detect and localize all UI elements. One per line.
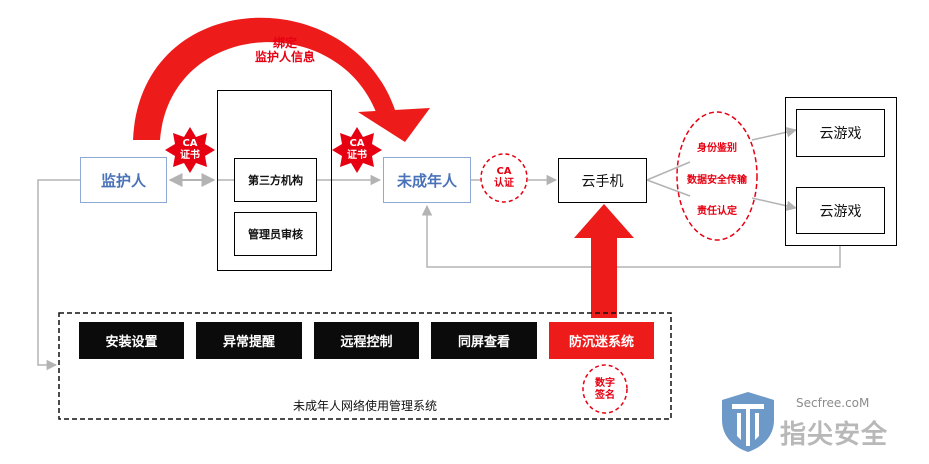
screen-view-label: 同屏查看 — [457, 335, 510, 350]
authority-frame — [217, 90, 332, 271]
ca-auth-top: CA — [496, 166, 512, 177]
games-to-minor-line — [421, 204, 841, 268]
admin-review-label: 管理员审核 — [248, 228, 303, 241]
cloud-phone-label: 云手机 — [581, 173, 624, 190]
system-frame — [58, 312, 672, 420]
security-ellipse — [676, 111, 758, 241]
guardian-node[interactable]: 监护人 — [80, 157, 167, 203]
third-party-node[interactable]: 第三方机构 — [234, 158, 317, 202]
remote-control-button[interactable]: 远程控制 — [314, 322, 419, 359]
abnormal-alert-button[interactable]: 异常提醒 — [196, 322, 302, 359]
to-game-1-link — [751, 126, 798, 141]
system-to-phone-arrow-shaft — [591, 236, 617, 318]
cloud-game-1-label: 云游戏 — [819, 126, 862, 142]
ca-cert-1-text: CA 证书 — [176, 138, 204, 162]
data-transfer-label: 数据安全传输 — [687, 175, 747, 186]
minor-label: 未成年人 — [396, 171, 457, 190]
guardian-label: 监护人 — [100, 171, 146, 190]
ca-cert-2-bottom: 证书 — [347, 150, 367, 161]
watermark-brand: 指尖安全 — [780, 420, 889, 450]
guardian-to-system-line — [37, 179, 80, 371]
ca-cert-1-top: CA — [182, 138, 198, 149]
anti-addiction-button[interactable]: 防沉迷系统 — [549, 322, 654, 359]
install-settings-label: 安装设置 — [105, 335, 158, 350]
bind-label-line2: 监护人信息 — [254, 50, 315, 64]
cloud-game-1-node[interactable]: 云游戏 — [796, 109, 885, 157]
identity-label: 身份鉴别 — [697, 143, 737, 154]
ca-cert-badge-2 — [332, 127, 382, 173]
sign-top: 数字 — [595, 378, 615, 389]
sign-circle — [582, 364, 628, 414]
ca-auth-text: CA 认证 — [484, 166, 524, 190]
games-frame — [785, 97, 897, 246]
ca-cert-2-text: CA 证书 — [343, 138, 371, 162]
watermark-url: Secfree.coM — [796, 396, 870, 410]
screen-view-button[interactable]: 同屏查看 — [431, 322, 537, 359]
system-title: 未成年人网络使用管理系统 — [292, 399, 437, 413]
system-to-phone-arrowhead — [574, 204, 634, 238]
ca-auth-circle — [480, 153, 528, 203]
remote-control-label: 远程控制 — [340, 335, 393, 350]
cloud-phone-node[interactable]: 云手机 — [558, 158, 647, 203]
ca-cert-2-top: CA — [349, 138, 365, 149]
admin-review-node[interactable]: 管理员审核 — [234, 212, 317, 256]
abnormal-alert-label: 异常提醒 — [222, 335, 275, 350]
bind-curve-arrow — [133, 17, 395, 140]
to-game-2-link — [751, 197, 798, 212]
ca-auth-bottom: 认证 — [494, 178, 514, 189]
sign-bottom: 签名 — [595, 390, 615, 401]
responsibility-label: 责任认定 — [697, 206, 737, 217]
bind-curve-arrowhead — [358, 108, 430, 142]
ca-cert-1-bottom: 证书 — [180, 150, 200, 161]
install-settings-button[interactable]: 安装设置 — [79, 322, 184, 359]
cloud-game-2-label: 云游戏 — [819, 203, 862, 220]
minor-node[interactable]: 未成年人 — [383, 157, 471, 203]
digital-sign-text: 数字 签名 — [585, 378, 625, 402]
anti-addiction-label: 防沉迷系统 — [568, 335, 634, 350]
shield-logo-icon — [722, 392, 774, 452]
ca-cert-badge-1 — [165, 127, 215, 173]
third-party-label: 第三方机构 — [248, 174, 303, 187]
bind-label: 绑定 监护人信息 — [240, 36, 330, 64]
cloud-game-2-node[interactable]: 云游戏 — [796, 187, 885, 234]
bind-label-line1: 绑定 — [272, 36, 297, 50]
